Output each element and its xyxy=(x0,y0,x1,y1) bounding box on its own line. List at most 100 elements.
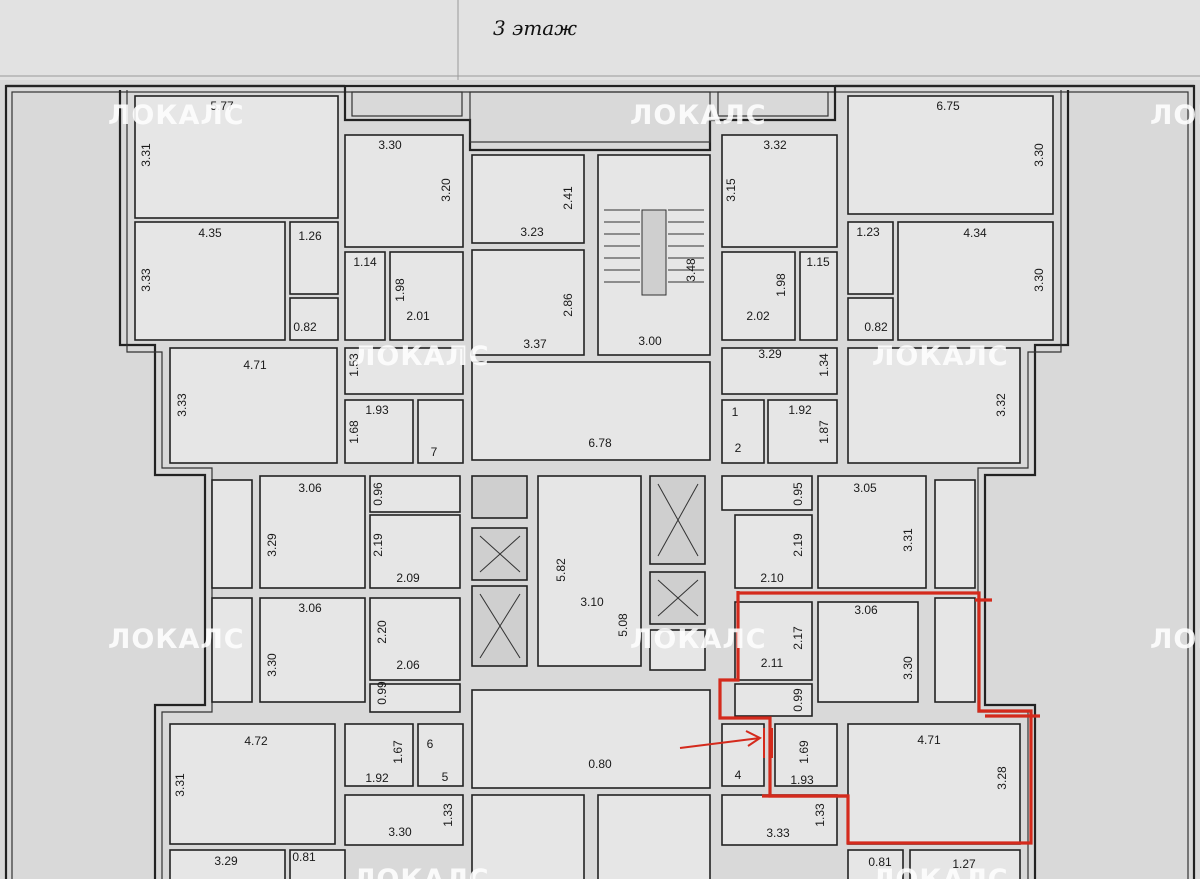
dim-label: 3.37 xyxy=(523,337,547,351)
dim-label: 1.53 xyxy=(347,353,361,377)
watermark-text: ЛОКАЛС xyxy=(630,100,767,131)
dim-label: 1 xyxy=(732,405,739,419)
dim-label: 3.06 xyxy=(298,601,322,615)
dim-label: 2.17 xyxy=(791,626,805,650)
dim-label: 1.92 xyxy=(365,771,389,785)
watermark-text: ЛОКАЛС xyxy=(872,341,1009,372)
dim-label: 1.93 xyxy=(365,403,389,417)
dim-label: 3.33 xyxy=(139,268,153,292)
dim-label: 1.26 xyxy=(298,229,322,243)
dim-label: 3.32 xyxy=(994,393,1008,417)
dim-label: 2.06 xyxy=(396,658,420,672)
dim-label: 1.93 xyxy=(790,773,814,787)
dim-label: 3.33 xyxy=(175,393,189,417)
rooms-right xyxy=(721,95,1054,879)
dim-label: 5 xyxy=(442,770,449,784)
dim-label: 0.81 xyxy=(868,855,892,869)
rooms-center xyxy=(471,154,711,879)
dim-label: 1.15 xyxy=(806,255,830,269)
dim-label: 3.20 xyxy=(439,178,453,202)
dim-label: 3.30 xyxy=(388,825,412,839)
dim-label: 1.98 xyxy=(393,278,407,302)
paper-top xyxy=(0,0,1200,80)
dim-label: 3.30 xyxy=(1032,268,1046,292)
floor-title: 3 этаж xyxy=(493,16,577,40)
dim-label: 3.29 xyxy=(265,533,279,557)
watermark-text: ЛОКАЛС xyxy=(1150,624,1200,655)
dim-label: 4.72 xyxy=(244,734,268,748)
dim-label: 3.29 xyxy=(758,347,782,361)
dim-label: 2.09 xyxy=(396,571,420,585)
highlighted-apartment-outline xyxy=(718,591,1040,845)
dim-label: 2.11 xyxy=(761,656,784,670)
watermark-text: ЛОКАЛС xyxy=(108,100,245,131)
dim-label: 1.87 xyxy=(817,420,831,444)
dim-label: 6.78 xyxy=(588,436,612,450)
dim-label: 0.96 xyxy=(371,482,385,506)
dim-label: 6 xyxy=(427,737,434,751)
dim-label: 3.05 xyxy=(853,481,877,495)
dim-label: 1.92 xyxy=(788,403,812,417)
dim-label: 4 xyxy=(735,768,742,782)
dim-label: 3.29 xyxy=(214,854,238,868)
dim-label: 4.35 xyxy=(198,226,222,240)
dim-label: 2.86 xyxy=(561,293,575,317)
dim-label: 0.80 xyxy=(588,757,612,771)
dim-label: 3.10 xyxy=(580,595,604,609)
dim-label: 7 xyxy=(431,445,438,459)
dim-label: 1.69 xyxy=(797,740,811,764)
dim-label: 3.23 xyxy=(520,225,544,239)
watermark-text: ЛОКАЛС xyxy=(1150,100,1200,131)
dim-label: 0.82 xyxy=(293,320,317,334)
dim-label: 2.19 xyxy=(371,533,385,557)
dim-label: 1.27 xyxy=(952,857,976,871)
dim-label: 2 xyxy=(735,441,742,455)
dim-label: 1.68 xyxy=(347,420,361,444)
dim-label: 1.34 xyxy=(817,353,831,377)
watermark-text: ЛОКАЛС xyxy=(630,624,767,655)
dim-label: 0.82 xyxy=(864,320,888,334)
dim-label: 3.33 xyxy=(766,826,790,840)
dim-label: 1.67 xyxy=(391,740,405,764)
dim-label: 3.48 xyxy=(684,258,698,282)
dim-label: 3.06 xyxy=(298,481,322,495)
dim-label: 3.31 xyxy=(139,143,153,167)
dim-label: 3.06 xyxy=(854,603,878,617)
dim-label: 5.82 xyxy=(554,558,568,582)
entrance-arrow-icon xyxy=(679,728,773,758)
dim-label: 2.41 xyxy=(561,186,575,210)
dim-label: 3.31 xyxy=(173,773,187,797)
dim-label: 1.33 xyxy=(441,803,455,827)
dim-label: 3.00 xyxy=(638,334,662,348)
dim-label: 0.99 xyxy=(791,688,805,712)
dim-label: 4.71 xyxy=(243,358,267,372)
watermarks: ЛОКАЛС ЛОКАЛС ЛОКАЛС ЛОКАЛС ЛОКАЛС ЛОКАЛ… xyxy=(108,100,1200,879)
dim-label: 3.30 xyxy=(378,138,402,152)
watermark-text: ЛОКАЛС xyxy=(872,864,1009,879)
watermark-text: ЛОКАЛС xyxy=(353,341,490,372)
dim-label: 1.14 xyxy=(353,255,377,269)
dim-label: 3.31 xyxy=(901,528,915,552)
rooms-left xyxy=(134,95,464,879)
dim-label: 3.30 xyxy=(265,653,279,677)
dimension-labels: 5.77 3.31 3.30 3.20 2.41 3.23 3.32 3.15 … xyxy=(139,99,1046,871)
dim-label: 1.33 xyxy=(813,803,827,827)
dim-label: 5.77 xyxy=(210,99,234,113)
dim-label: 0.81 xyxy=(292,850,316,864)
dim-label: 3.30 xyxy=(901,656,915,680)
dim-label: 4.71 xyxy=(917,733,941,747)
watermark-text: ЛОКАЛС xyxy=(353,864,490,879)
dim-label: 3.28 xyxy=(995,766,1009,790)
watermark-text: ЛОКАЛС xyxy=(108,624,245,655)
dim-label: 2.20 xyxy=(375,620,389,644)
dim-label: 0.95 xyxy=(791,482,805,506)
dim-label: 2.01 xyxy=(406,309,430,323)
dim-label: 1.23 xyxy=(856,225,880,239)
dim-label: 2.02 xyxy=(746,309,770,323)
dim-label: 3.32 xyxy=(763,138,787,152)
dim-label: 0.99 xyxy=(375,681,389,705)
dim-label: 5.08 xyxy=(616,613,630,637)
dim-label: 3.15 xyxy=(724,178,738,202)
dim-label: 6.75 xyxy=(936,99,960,113)
